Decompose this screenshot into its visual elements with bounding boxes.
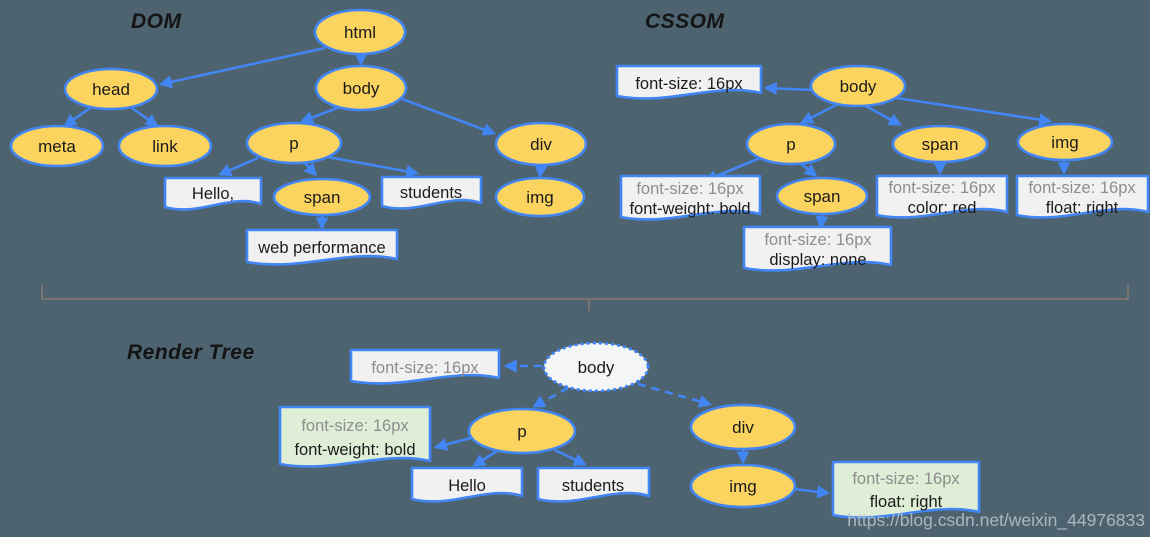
dom-node-div: div bbox=[494, 121, 588, 167]
cssom-section-title: CSSOM bbox=[645, 10, 725, 33]
cssom-node-img-label: img bbox=[1051, 133, 1078, 152]
dom-node-p-label: p bbox=[289, 134, 298, 153]
dom-node-meta: meta bbox=[9, 124, 105, 168]
arrow-p-students bbox=[321, 154, 420, 178]
cssom-node-p: p bbox=[745, 122, 837, 166]
arrow-div-img bbox=[534, 164, 548, 179]
render-rule-body-line1: font-size: 16px bbox=[371, 359, 479, 377]
cssom-node-p-label: p bbox=[786, 135, 795, 154]
dom-text-hello: Hello, bbox=[163, 176, 263, 211]
cssom-node-p-span-label: span bbox=[804, 187, 841, 206]
cssom-rule-span-line2: color: red bbox=[908, 199, 977, 217]
arrow-head-meta bbox=[63, 106, 91, 127]
arrow-body-img bbox=[889, 95, 1053, 126]
cssom-rule-p-span-line2: display: none bbox=[769, 251, 866, 269]
dom-node-p: p bbox=[245, 121, 343, 165]
cssom-rule-body: font-size: 16px bbox=[615, 64, 763, 100]
arrow-p-students bbox=[554, 448, 587, 466]
arrow-body-div bbox=[401, 97, 497, 136]
cssom-rule-span: font-size: 16px color: red bbox=[875, 174, 1009, 219]
cssom-rule-body-line1: font-size: 16px bbox=[635, 75, 743, 93]
cssom-section: CSSOM body p span img bbox=[615, 10, 1150, 272]
arrow-body-p bbox=[532, 386, 569, 408]
cssom-rule-p: font-size: 16px font-weight: bold bbox=[619, 174, 762, 221]
dom-node-html-label: html bbox=[344, 23, 376, 42]
render-tree-section: Render Tree body p div img bbox=[127, 341, 981, 519]
cssom-node-span-label: span bbox=[922, 135, 959, 154]
arrow-img-imgrule bbox=[793, 485, 831, 499]
dom-node-meta-label: meta bbox=[38, 137, 76, 156]
render-node-div: div bbox=[689, 403, 797, 451]
render-rule-img-line1: font-size: 16px bbox=[852, 470, 960, 488]
render-node-p-label: p bbox=[517, 422, 526, 441]
render-text-hello: Hello bbox=[410, 466, 524, 503]
arrow-p-pspan bbox=[799, 161, 818, 178]
arrow-body-span bbox=[861, 102, 902, 126]
cssom-node-body: body bbox=[809, 64, 907, 108]
dom-node-body-label: body bbox=[343, 79, 380, 98]
arrow-p-hello bbox=[218, 156, 259, 177]
render-node-p: p bbox=[467, 407, 577, 455]
render-arrows bbox=[433, 359, 831, 499]
render-node-body: body bbox=[542, 341, 650, 393]
render-text-students-label: students bbox=[562, 477, 624, 495]
arrow-body-p bbox=[800, 102, 839, 124]
cssom-rule-img-line1: font-size: 16px bbox=[1028, 179, 1136, 197]
dom-node-link-label: link bbox=[152, 137, 178, 156]
cssom-node-span: span bbox=[891, 124, 989, 164]
render-rule-p-line2: font-weight: bold bbox=[294, 441, 415, 459]
cssom-rule-img-line2: float: right bbox=[1046, 199, 1119, 217]
render-rule-body: font-size: 16px bbox=[349, 348, 501, 385]
render-rule-p: font-size: 16px font-weight: bold bbox=[278, 405, 432, 468]
render-node-img-label: img bbox=[729, 477, 756, 496]
arrow-p-prule bbox=[433, 436, 472, 451]
dom-node-head-label: head bbox=[92, 80, 130, 99]
render-text-students: students bbox=[536, 466, 651, 503]
dom-text-students: students bbox=[380, 175, 483, 210]
cssom-rule-p-line1: font-size: 16px bbox=[636, 180, 744, 198]
dom-node-link: link bbox=[117, 124, 213, 168]
arrow-html-head bbox=[158, 46, 326, 89]
render-rule-p-line1: font-size: 16px bbox=[301, 417, 409, 435]
render-node-body-label: body bbox=[578, 358, 615, 377]
dom-node-img-label: img bbox=[526, 188, 553, 207]
arrow-pspan-rule bbox=[815, 214, 829, 230]
watermark-url: https://blog.csdn.net/weixin_44976833 bbox=[847, 510, 1145, 531]
render-rule-img: font-size: 16px float: right bbox=[831, 460, 981, 519]
arrow-body-p bbox=[299, 105, 341, 124]
dom-node-div-label: div bbox=[530, 135, 552, 154]
dom-text-students-label: students bbox=[400, 184, 462, 202]
dom-text-webperf: web performance bbox=[245, 228, 399, 266]
render-section-title: Render Tree bbox=[127, 341, 255, 364]
dom-section: DOM html head body bbox=[9, 8, 588, 266]
render-node-div-label: div bbox=[732, 418, 754, 437]
dom-node-img: img bbox=[494, 176, 586, 218]
render-text-hello-label: Hello bbox=[448, 477, 486, 495]
dom-section-title: DOM bbox=[131, 10, 182, 33]
dom-node-span-label: span bbox=[304, 188, 341, 207]
dom-node-span: span bbox=[272, 177, 372, 217]
render-rule-img-line2: float: right bbox=[870, 493, 943, 511]
render-node-img: img bbox=[689, 463, 797, 509]
dom-node-body: body bbox=[314, 64, 408, 112]
cssom-rule-p-span-line1: font-size: 16px bbox=[764, 231, 872, 249]
section-divider bbox=[41, 285, 1129, 311]
dom-text-webperf-label: web performance bbox=[257, 239, 385, 257]
cssom-node-p-span: span bbox=[775, 176, 869, 216]
cssom-rule-img: font-size: 16px float: right bbox=[1015, 174, 1150, 219]
arrow-body-bodyrule bbox=[763, 81, 814, 95]
arrow-p-hello bbox=[472, 449, 498, 467]
cssom-rule-p-line2: font-weight: bold bbox=[629, 200, 750, 218]
dom-node-head: head bbox=[63, 67, 159, 111]
cssom-rule-span-line1: font-size: 16px bbox=[888, 179, 996, 197]
dom-arrows bbox=[63, 46, 548, 231]
arrow-head-link bbox=[131, 106, 159, 127]
dom-text-hello-label: Hello, bbox=[192, 185, 234, 203]
cssom-rule-p-span: font-size: 16px display: none bbox=[742, 225, 893, 272]
dom-node-html: html bbox=[313, 8, 407, 56]
cssom-node-img: img bbox=[1016, 122, 1114, 162]
arrow-body-div bbox=[637, 382, 713, 408]
cssom-node-body-label: body bbox=[840, 77, 877, 96]
